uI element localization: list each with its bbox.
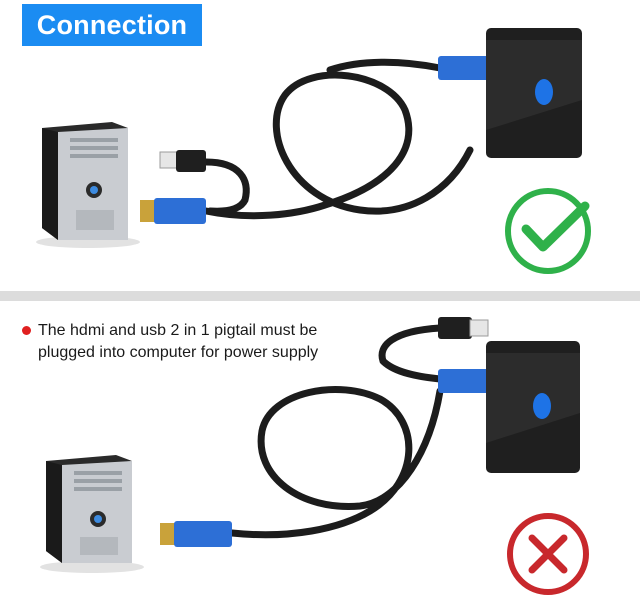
usb-connector xyxy=(159,150,206,172)
switch-button xyxy=(533,393,551,419)
bullet-dot-icon xyxy=(22,326,31,335)
section-divider xyxy=(0,291,640,301)
hdmi-connector xyxy=(160,521,232,547)
check-circle-icon xyxy=(505,188,591,274)
section-title-text: Connection xyxy=(36,9,188,40)
note-text: The hdmi and usb 2 in 1 pigtail must be … xyxy=(38,322,319,361)
hdmi-connector xyxy=(140,198,206,224)
cable xyxy=(228,324,444,539)
switch-box xyxy=(438,28,582,158)
switch-button xyxy=(535,79,553,105)
switch-box xyxy=(438,341,580,473)
correct-connection-illustration xyxy=(36,28,591,274)
cross-circle-icon xyxy=(507,513,589,595)
usb-connector xyxy=(438,317,489,339)
incorrect-connection-illustration xyxy=(40,317,589,595)
computer-tower xyxy=(40,455,144,573)
cable xyxy=(202,58,474,220)
computer-tower xyxy=(36,122,140,248)
section-title: Connection xyxy=(22,4,202,46)
power-supply-note: The hdmi and usb 2 in 1 pigtail must be … xyxy=(22,320,342,364)
